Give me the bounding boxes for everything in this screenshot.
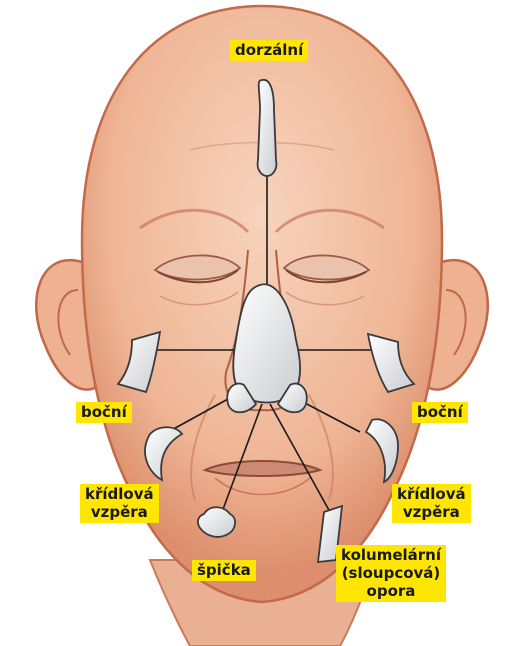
alar-strut-right-label-line-2: vzpěra — [397, 503, 466, 521]
lateral-graft-right-label: boční — [412, 402, 468, 423]
dorsal-graft-label: dorzální — [230, 40, 308, 61]
alar-strut-left-label-line-2: vzpěra — [85, 503, 154, 521]
alar-strut-right-label: křídlová vzpěra — [392, 484, 471, 523]
columellar-strut-label-line-2: (sloupcová) — [341, 564, 441, 582]
dorsal-graft — [258, 80, 277, 176]
alar-strut-left-label: křídlová vzpěra — [80, 484, 159, 523]
columellar-strut-label-line-3: opora — [341, 582, 441, 600]
columellar-strut-label: kolumelární (sloupcová) opora — [336, 545, 446, 602]
columellar-strut-label-line-1: kolumelární — [341, 546, 441, 564]
alar-strut-right-label-line-1: křídlová — [397, 485, 466, 503]
lateral-graft-left-label: boční — [76, 402, 132, 423]
tip-graft-label: špička — [192, 560, 256, 581]
alar-strut-left-label-line-1: křídlová — [85, 485, 154, 503]
